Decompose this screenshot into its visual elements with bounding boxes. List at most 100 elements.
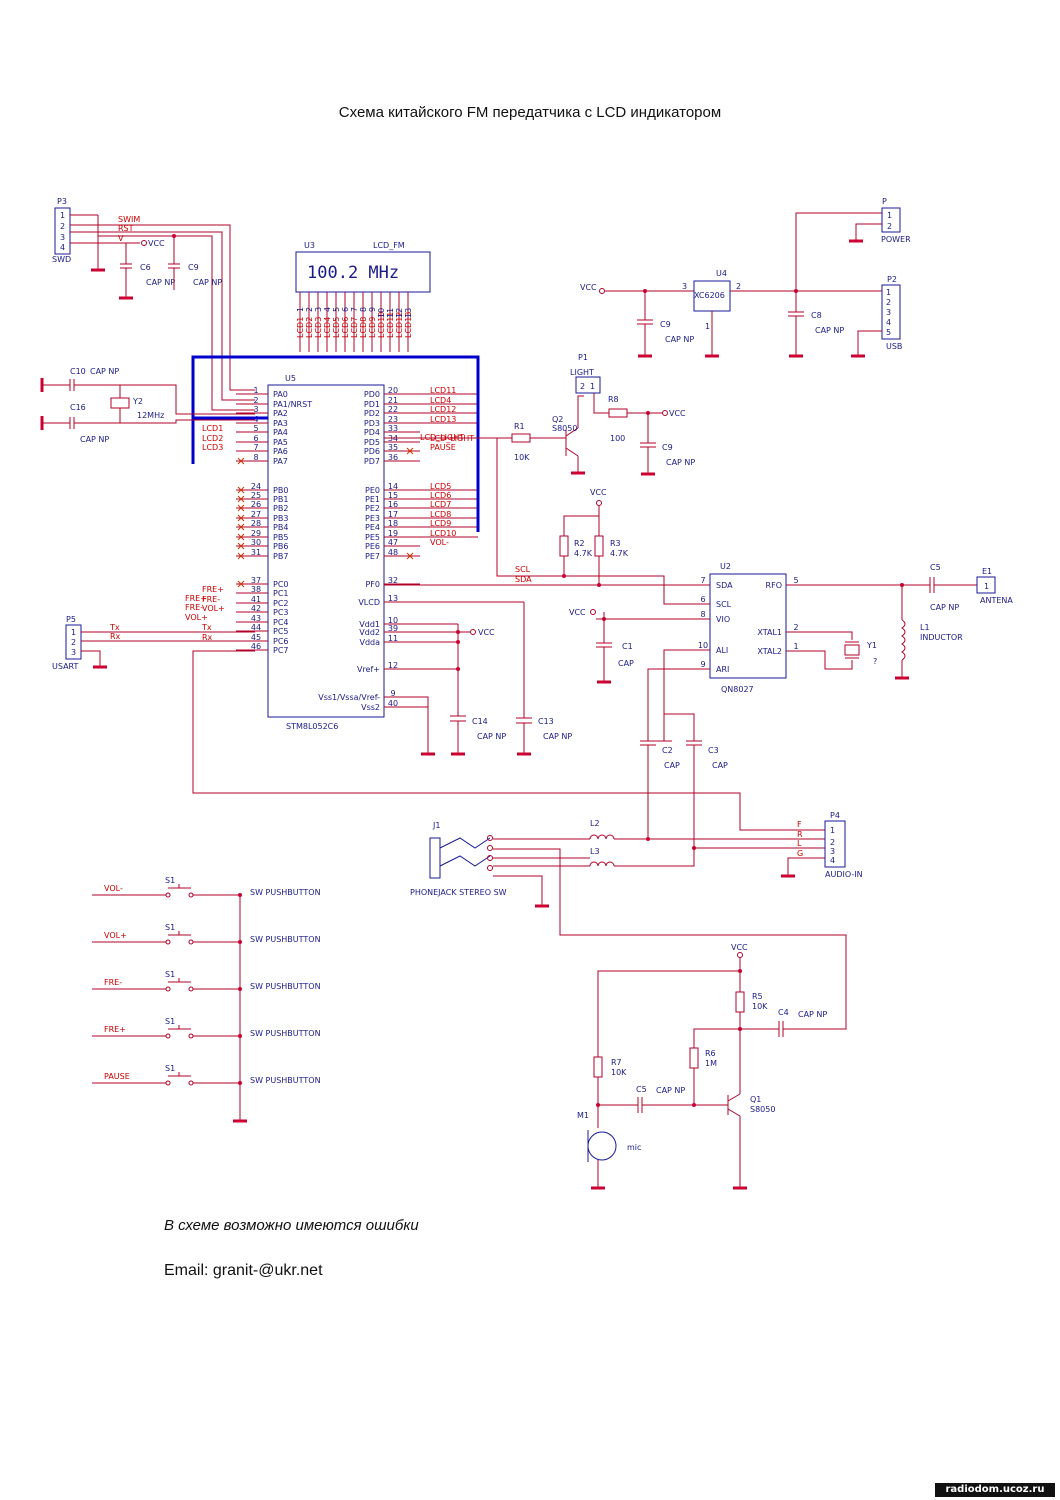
mcu-right-pin-name: PD0 [364,390,380,399]
svg-text:R: R [797,830,803,839]
switch-type: SW PUSHBUTTON [250,888,321,897]
mcu-left-pin-net: Rx [202,633,213,642]
svg-text:U5: U5 [285,374,296,383]
mcu-left-pin-num: 37 [251,576,261,585]
svg-text:4: 4 [886,318,891,327]
mcu-left-pin-name: PA4 [273,428,288,437]
svg-text:R6: R6 [705,1049,716,1058]
svg-text:R3: R3 [610,539,621,548]
mcu-right-pin-net: VOL- [430,538,449,547]
mcu-left-pin-net: FRE+ [202,585,224,594]
mcu-left-pin-name: PC1 [273,589,289,598]
mcu-right-pin-num: 21 [388,396,398,405]
svg-text:SCL: SCL [515,565,531,574]
svg-text:R7: R7 [611,1058,622,1067]
lcd-pin-number: 3 [314,307,323,312]
switch-net: FRE+ [104,1025,126,1034]
mcu-left-pin-num: 3 [253,405,258,414]
lcd-pin-number: 2 [305,307,314,312]
lcd-pin-number: 9 [368,307,377,312]
svg-text:1M: 1M [705,1059,717,1068]
fm-left-pin-num: 10 [698,641,708,650]
mcu-left-pin-num: 2 [253,396,258,405]
mcu-right-pin-name: PE3 [365,514,380,523]
mcu-left-pin-name: PB6 [273,542,288,551]
mcu-right-pin-num: 15 [388,491,398,500]
svg-text:PHONEJACK STEREO SW: PHONEJACK STEREO SW [410,888,507,897]
svg-text:CAP NP: CAP NP [666,458,695,467]
svg-text:CAP NP: CAP NP [193,278,222,287]
svg-text:C9: C9 [662,443,673,452]
svg-text:5: 5 [886,328,891,337]
lcd-pin-label: LCD10 [377,312,386,338]
svg-text:CAP: CAP [664,761,680,770]
svg-text:POWER: POWER [881,235,911,244]
switch-ref: S1 [165,876,175,885]
svg-text:Tx: Tx [109,623,120,632]
svg-text:C9: C9 [188,263,199,272]
svg-text:VCC: VCC [148,239,165,248]
svg-text:P4: P4 [830,811,840,820]
svg-text:R5: R5 [752,992,763,1001]
mcu-right-pin-num: 36 [388,453,398,462]
fm-right-pin-num: 2 [793,623,798,632]
lcd-display: U3 LCD_FM 100.2 MHz LCD11LCD22LCD33LCD44… [295,241,431,352]
mcu-left-pin-name: PC3 [273,608,289,617]
svg-text:CAP NP: CAP NP [798,1010,827,1019]
svg-text:R1: R1 [514,422,525,431]
svg-text:2: 2 [830,838,835,847]
switch-ref: S1 [165,1064,175,1073]
mcu-left-pin-net: FRE- [202,595,220,604]
svg-text:U3: U3 [304,241,315,250]
svg-text:G: G [797,849,803,858]
svg-text:LCD_FM: LCD_FM [373,241,405,250]
svg-text:VCC: VCC [580,283,597,292]
mcu-left-pin-name: PC7 [273,646,289,655]
mcu-right-pin-name: VLCD [358,598,380,607]
mcu-right-pin-num: 48 [388,548,398,557]
mcu-left-pin-num: 24 [251,482,261,491]
svg-text:U2: U2 [720,562,731,571]
svg-text:C10: C10 [70,367,86,376]
svg-text:C6: C6 [140,263,151,272]
svg-text:CAP NP: CAP NP [90,367,119,376]
mcu-left-pin-name: PA1/NRST [273,400,312,409]
switch-type: SW PUSHBUTTON [250,1076,321,1085]
mcu-right-pin-name: PE2 [365,504,380,513]
mcu-right-pin-net: LCD6 [430,491,451,500]
mcu-right-pin-num: 10 [388,616,398,625]
svg-text:LCD_LIGHT: LCD_LIGHT [420,433,464,442]
svg-text:M1: M1 [577,1111,589,1120]
fm-left-pin-num: 8 [700,610,705,619]
svg-text:P3: P3 [57,197,67,206]
mcu-left-pin-name: PB1 [273,495,288,504]
mcu-right-pin-num: 17 [388,510,398,519]
usart-connector: P5 1 2 3 USART Tx Rx FRE+ FRE- VOL+ [52,594,825,831]
backlight-driver: LCD_LIGHT R1 10K Q2 S8050 P1 LIGHT 2 1 R… [384,353,695,476]
svg-text:CAP NP: CAP NP [815,326,844,335]
svg-text:P2: P2 [887,275,897,284]
mcu-right-pin-net: LCD11 [430,386,456,395]
svg-text:CAP NP: CAP NP [477,732,506,741]
mcu-left-pin-num: 28 [251,519,261,528]
page-title: Схема китайского FM передатчика с LCD ин… [338,104,722,121]
lcd-pin-label: LCD1 [296,317,305,338]
svg-text:F: F [797,820,802,829]
mcu-right-pin-name: PD6 [364,447,380,456]
mcu-left-pin-net: LCD3 [202,443,223,452]
svg-text:4.7K: 4.7K [574,549,593,558]
svg-text:C9: C9 [660,320,671,329]
mcu-right-pin-name: PE1 [365,495,380,504]
svg-text:4.7K: 4.7K [610,549,629,558]
mcu-right-pin-name: PE6 [365,542,380,551]
mcu-right-pin-name: PD3 [364,419,380,428]
mcu-left-pin-name: PC0 [273,580,289,589]
mcu-right-pin-name: PE7 [365,552,380,561]
mcu-left-pin-num: 8 [253,453,258,462]
mcu-right-pin-num: 11 [388,634,398,643]
svg-text:FRE-: FRE- [185,603,203,612]
svg-text:P1: P1 [578,353,588,362]
svg-text:10K: 10K [514,453,530,462]
